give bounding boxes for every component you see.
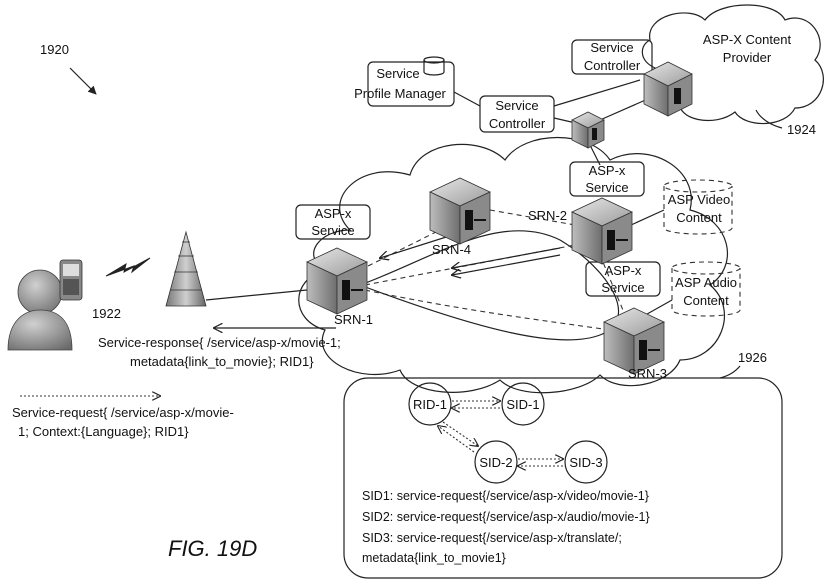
service-controller-upper-box	[571, 39, 653, 75]
provider-label-line2: Provider	[723, 50, 772, 65]
link-controllers	[553, 79, 641, 107]
service-request-line1: Service-request{ /service/asp-x/movie-	[12, 405, 234, 420]
link-tower-srn1	[205, 289, 308, 301]
video-content-line2: Content	[676, 210, 722, 225]
audio-content-line1: ASP Audio	[675, 275, 737, 290]
edge-rid1-sid2	[442, 421, 478, 446]
profile-manager-line2: Profile Manager	[354, 86, 446, 101]
sid-2-node	[474, 440, 518, 484]
link-router-provider	[599, 97, 651, 121]
link-srn2-srn3	[599, 254, 626, 316]
service-response-line1: Service-response{ /service/asp-x/movie-1…	[98, 335, 341, 350]
ref-1920: 1920	[40, 42, 69, 57]
asp-top-line1: ASP-x	[589, 163, 626, 178]
sid-line-2: SID2: service-request{/service/asp-x/aud…	[362, 510, 650, 524]
request-graph-panel	[343, 377, 783, 579]
edge-sid2-rid1	[438, 426, 475, 453]
asp-audio-content-store	[671, 261, 741, 317]
mobile-phone-icon	[59, 259, 83, 301]
flow-arrow-srn2-back	[452, 254, 561, 275]
srn-4-label: SRN-4	[432, 242, 471, 257]
controller-upper-line1: Service	[590, 40, 633, 55]
service-controller-lower-box	[479, 95, 555, 133]
ref-1922: 1922	[92, 306, 121, 321]
audio-content-line2: Content	[683, 293, 729, 308]
gateway-router-icon	[571, 111, 605, 149]
asp-service-left-box	[295, 204, 371, 240]
provider-router-icon	[643, 61, 693, 117]
asp-right-line1: ASP-x	[605, 263, 642, 278]
srn-1-label: SRN-1	[334, 312, 373, 327]
sid-line-1: SID1: service-request{/service/asp-x/vid…	[362, 489, 649, 503]
video-content-line1: ASP Video	[668, 192, 730, 207]
controller-lower-line1: Service	[495, 98, 538, 113]
sid-3-label: SID-3	[569, 455, 602, 470]
asp-video-content-store	[663, 179, 733, 235]
service-flow-loop	[359, 230, 620, 341]
database-icon	[423, 56, 445, 76]
figure-caption: FIG. 19D	[168, 536, 257, 561]
srn-2-router-icon	[571, 197, 633, 265]
link-srn1-srn4	[359, 229, 441, 271]
service-response-line2: metadata{link_to_movie}; RID1}	[130, 354, 314, 369]
wireless-signal-icon	[105, 257, 151, 277]
asp-service-top-box	[569, 161, 645, 197]
ref-1926-leader	[719, 365, 741, 379]
sid-line-3: SID3: service-request{/service/asp-x/tra…	[362, 531, 622, 545]
link-srn1-srn3	[364, 289, 611, 331]
srn-4-router-icon	[429, 177, 491, 245]
flow-arrow-srn2-to-srn4	[452, 247, 561, 268]
asp-left-line1: ASP-x	[315, 206, 352, 221]
service-profile-manager-box	[367, 61, 455, 107]
sid-2-label: SID-2	[479, 455, 512, 470]
rid-1-node	[408, 382, 452, 426]
sid-line-4: metadata{link_to_movie1}	[362, 551, 506, 565]
sid-1-label: SID-1	[506, 397, 539, 412]
srn-3-label: SRN-3	[628, 366, 667, 381]
network-cloud	[298, 136, 728, 394]
provider-label-line1: ASP-X Content	[703, 32, 792, 47]
asp-top-line2: Service	[585, 180, 628, 195]
user-person-icon	[7, 269, 73, 351]
srn-1-router-icon	[306, 247, 368, 315]
ref-1924: 1924	[787, 122, 816, 137]
srn-3-router-icon	[603, 307, 665, 375]
ref-1920-arrow	[69, 67, 97, 95]
asp-service-right-box	[585, 261, 661, 297]
asp-left-line2: Service	[311, 223, 354, 238]
ref-1926: 1926	[738, 350, 767, 365]
srn-2-label: SRN-2	[528, 208, 567, 223]
sid-3-node	[564, 440, 608, 484]
sid-1-node	[501, 382, 545, 426]
cell-tower-icon	[165, 230, 207, 307]
rid-1-label: RID-1	[413, 397, 447, 412]
service-request-line2: 1; Context:{Language}; RID1}	[18, 424, 189, 439]
ref-1924-leader	[755, 109, 783, 129]
link-profile-controller	[453, 91, 481, 107]
controller-lower-line2: Controller	[489, 116, 546, 131]
controller-upper-line2: Controller	[584, 58, 641, 73]
profile-manager-line1: Service	[376, 66, 419, 81]
